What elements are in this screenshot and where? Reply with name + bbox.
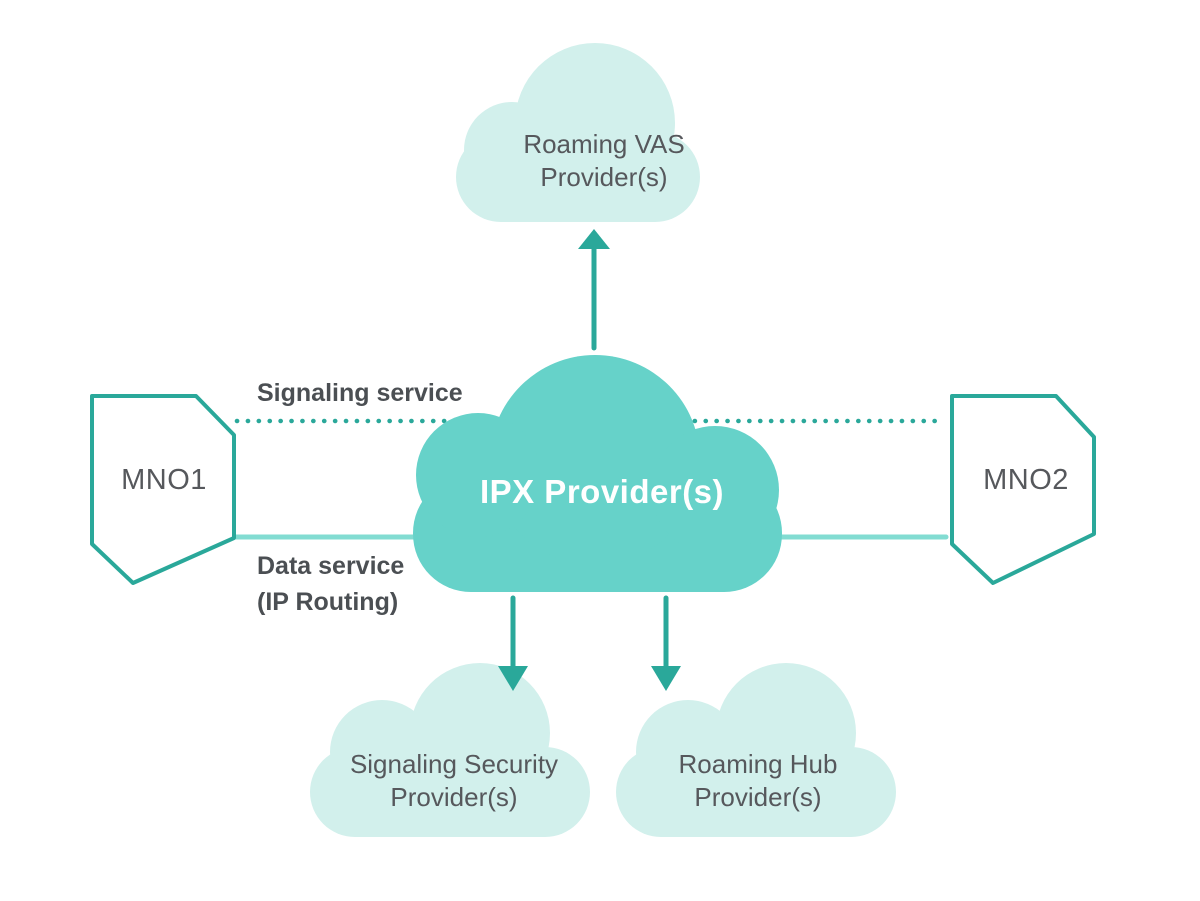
signaling-security-cloud-shape: [310, 663, 590, 837]
signaling-security-label-line2: Provider(s): [390, 782, 518, 812]
roaming-vas-label-line2: Provider(s): [540, 162, 668, 192]
ipx-cloud-shape: [413, 355, 782, 592]
data-service-label-line2: (IP Routing): [257, 588, 399, 616]
data-service-label: Data service (IP Routing): [257, 548, 404, 620]
data-service-label-line1: Data service: [257, 552, 405, 580]
mno1-hexagon-shape: [90, 394, 236, 585]
mno1-label: MNO1: [121, 464, 207, 496]
roaming-vas-label: Roaming VAS Provider(s): [464, 128, 744, 194]
arrow-down-to-signaling-security: [498, 595, 528, 691]
mno2-hexagon-shape: [950, 394, 1096, 585]
signaling-security-label: Signaling Security Provider(s): [324, 748, 584, 814]
roaming-hub-label-line2: Provider(s): [694, 782, 822, 812]
signaling-security-label-line1: Signaling Security: [349, 749, 559, 779]
roaming-hub-label: Roaming Hub Provider(s): [628, 748, 888, 814]
roaming-hub-cloud-shape: [616, 663, 896, 837]
roaming-vas-cloud-shape: [456, 43, 700, 222]
roaming-vas-label-line1: Roaming VAS: [523, 129, 685, 159]
signaling-service-label: Signaling service: [257, 379, 463, 407]
arrow-down-to-roaming-hub: [651, 595, 681, 691]
roaming-hub-label-line1: Roaming Hub: [678, 749, 838, 779]
ipx-provider-label: IPX Provider(s): [479, 473, 725, 510]
mno2-label: MNO2: [983, 464, 1069, 496]
arrow-up-to-roaming-vas: [578, 229, 610, 351]
